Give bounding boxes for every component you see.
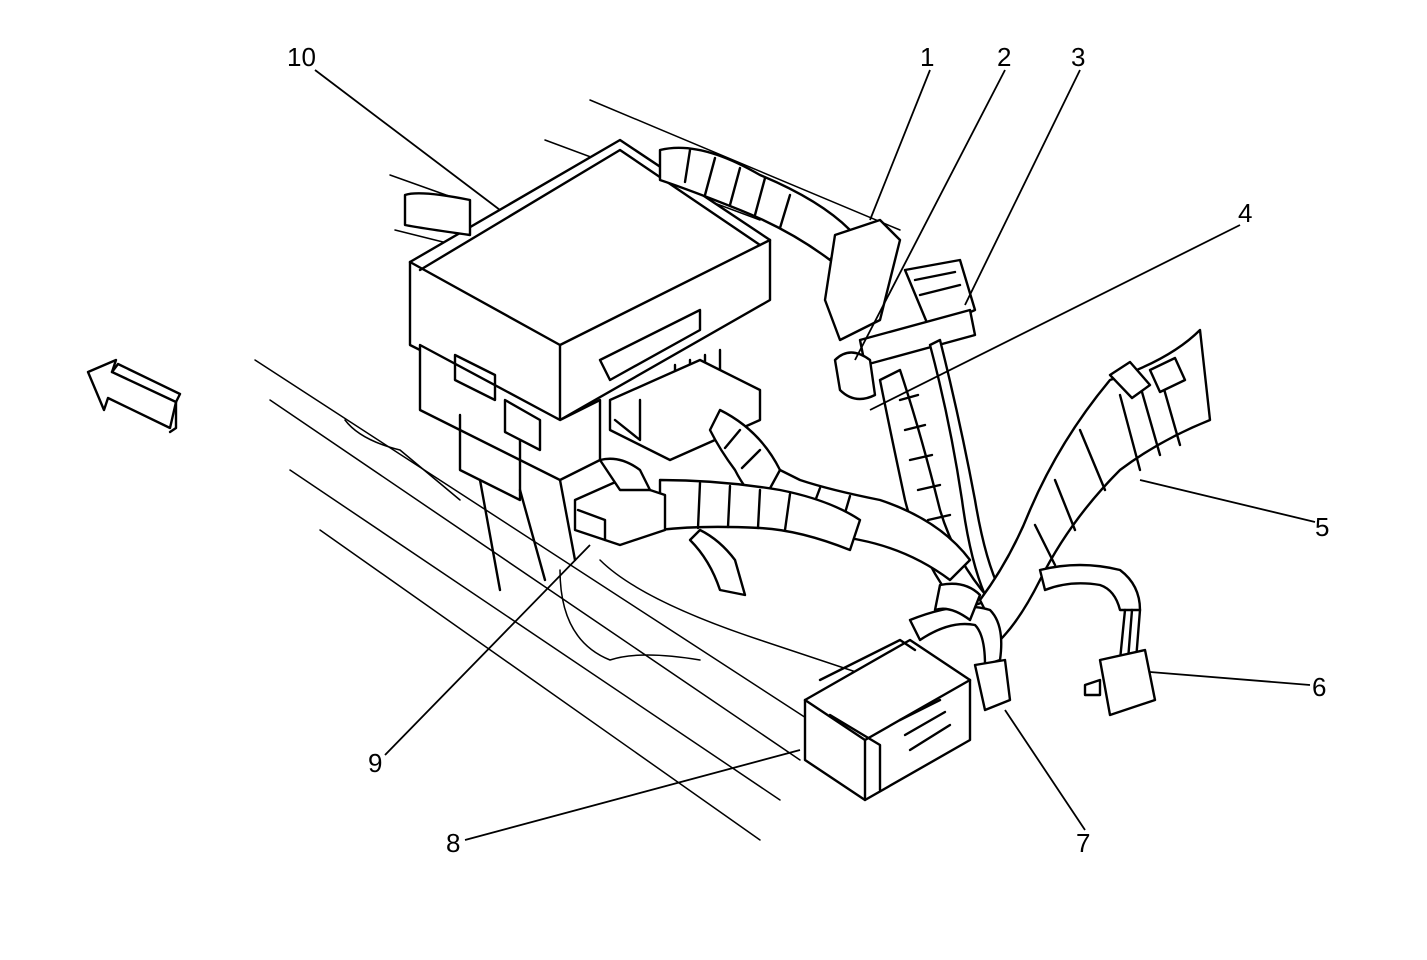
callout-9: 9: [368, 748, 382, 778]
leader-1: [869, 69, 931, 221]
callout-6: 6: [1312, 672, 1326, 702]
callout-8: 8: [446, 828, 460, 858]
leader-8: [464, 749, 801, 841]
front-direction-arrow-icon: [86, 358, 182, 434]
leader-lines: [314, 69, 1316, 841]
leader-10: [314, 69, 501, 211]
leader-2: [854, 69, 1006, 361]
leader-4: [869, 224, 1241, 411]
body-panel-lines: [254, 99, 901, 841]
harness-item-5: [978, 328, 1212, 642]
callout-3: 3: [1071, 42, 1085, 72]
connector-8-assembly: [803, 638, 972, 802]
callout-labels: 1 2 3 4 5 6 7 8 9 10: [287, 42, 1329, 858]
callout-4: 4: [1238, 198, 1252, 228]
callout-2: 2: [997, 42, 1011, 72]
connector-6-assembly: [1038, 563, 1157, 717]
center-harness: [658, 408, 972, 582]
leader-6: [1149, 671, 1311, 686]
leader-7: [1004, 709, 1086, 831]
leader-3: [964, 69, 1081, 306]
callout-7: 7: [1076, 828, 1090, 858]
callout-5: 5: [1315, 512, 1329, 542]
callout-1: 1: [920, 42, 934, 72]
connector-7-assembly: [908, 582, 1012, 712]
connector-9-assembly: [573, 457, 747, 597]
leader-5: [1139, 479, 1316, 523]
leader-9: [384, 544, 591, 756]
callout-10: 10: [287, 42, 316, 72]
